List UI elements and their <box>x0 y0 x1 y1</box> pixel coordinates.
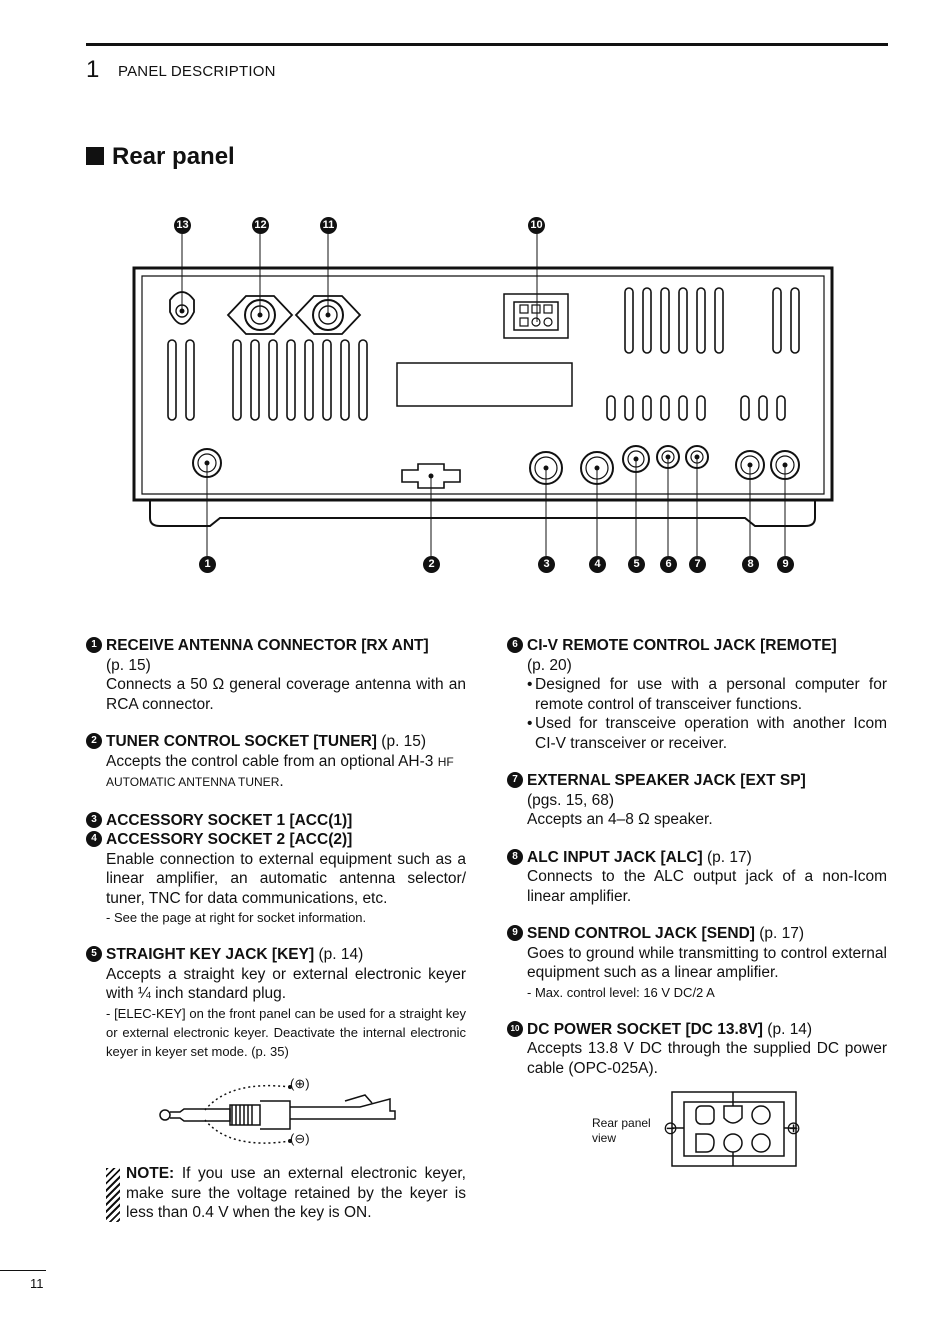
callout-7: 7 <box>689 556 706 573</box>
item-ref: (p. 15) <box>381 733 427 750</box>
callout-2: 2 <box>423 556 440 573</box>
item-number: 6 <box>507 637 523 653</box>
item-title: DC POWER SOCKET [DC 13.8V] <box>527 1020 763 1038</box>
item-number: 2 <box>86 733 102 749</box>
item-title: CI-V REMOTE CONTROL JACK [REMOTE] <box>527 637 837 654</box>
item-body-c: . <box>279 773 284 790</box>
item-body: Accepts the control cable from an option… <box>106 752 466 793</box>
item-body-a: Accepts the control cable from an option… <box>106 752 434 770</box>
square-bullet-icon <box>86 147 104 165</box>
item-number: 8 <box>507 848 523 865</box>
item-body: Enable connection to external equipment … <box>106 850 466 907</box>
item-rx-ant: 1 RECEIVE ANTENNA CONNECTOR [RX ANT] (p.… <box>86 636 466 714</box>
item-body: Accepts 13.8 V DC through the supplied D… <box>527 1040 887 1077</box>
item-send: 9 SEND CONTROL JACK [SEND] (p. 17) Goes … <box>507 924 887 1002</box>
item-number: 4 <box>86 831 102 847</box>
item-title: STRAIGHT KEY JACK [KEY] <box>106 946 315 963</box>
item-title: RECEIVE ANTENNA CONNECTOR [RX ANT] <box>106 637 429 654</box>
item-note: - Max. control level: 16 V DC/2 A <box>527 984 715 1000</box>
item-number: 1 <box>86 637 102 653</box>
section-title: Rear panel <box>86 143 235 171</box>
item-bullet: Designed for use with a personal compute… <box>527 675 887 714</box>
callout-1: 1 <box>199 556 216 573</box>
section-title-text: Rear panel <box>112 143 235 170</box>
note-hatch-icon <box>106 1168 120 1222</box>
item-title: SEND CONTROL JACK [SEND] <box>527 925 755 942</box>
chapter-title: PANEL DESCRIPTION <box>118 63 276 80</box>
item-note: - See the page at right for socket infor… <box>106 910 367 925</box>
callout-5: 5 <box>628 556 645 573</box>
item-ref: (p. 17) <box>759 925 805 942</box>
callout-6: 6 <box>660 556 677 573</box>
callout-8: 8 <box>742 556 759 573</box>
item-ref: (pgs. 15, 68) <box>527 791 615 809</box>
item-remote: 6 CI-V REMOTE CONTROL JACK [REMOTE] (p. … <box>507 636 887 753</box>
note-text: If you use an external electronic keyer,… <box>126 1165 466 1221</box>
note-label: NOTE: <box>126 1165 175 1182</box>
rear-panel-diagram <box>132 234 834 556</box>
page-number-rule <box>0 1270 46 1271</box>
item-key: 5 STRAIGHT KEY JACK [KEY] (p. 14) Accept… <box>86 945 466 1061</box>
item-body: Goes to ground while transmitting to con… <box>527 944 887 982</box>
item-note: - [ELEC-KEY] on the front panel can be u… <box>106 1005 466 1059</box>
plug-minus-label: (⊖) <box>290 1131 310 1146</box>
item-ext-sp: 7 EXTERNAL SPEAKER JACK [EXT SP] (pgs. 1… <box>507 771 887 830</box>
callout-3: 3 <box>538 556 555 573</box>
callout-9: 9 <box>777 556 794 573</box>
item-acc1: 3 ACCESSORY SOCKET 1 [ACC(1)] <box>86 811 466 831</box>
item-acc2: 4 ACCESSORY SOCKET 2 [ACC(2)] Enable con… <box>86 830 466 927</box>
dc-plus-icon: ⊕ <box>786 1118 802 1138</box>
item-title: ALC INPUT JACK [ALC] <box>527 848 703 866</box>
item-number: 5 <box>86 946 102 962</box>
item-alc: 8 ALC INPUT JACK [ALC] (p. 17) Connects … <box>507 848 887 907</box>
item-number: 3 <box>86 811 102 828</box>
plug-plus-label: (⊕) <box>290 1076 310 1091</box>
callout-4: 4 <box>589 556 606 573</box>
rear-panel-view-line1: Rear panel <box>592 1116 651 1130</box>
item-ref: (p. 17) <box>706 848 752 866</box>
item-title: TUNER CONTROL SOCKET [TUNER] <box>106 733 377 750</box>
callout-13: 13 <box>174 217 191 234</box>
item-ref: (p. 15) <box>106 656 151 674</box>
item-body: Connects a 50 Ω general coverage antenna… <box>106 676 466 713</box>
item-body: Accepts a straight key or external elect… <box>106 965 466 1003</box>
note-block: NOTE: If you use an external electronic … <box>106 1164 466 1223</box>
item-ref: (p. 14) <box>767 1020 813 1038</box>
left-column: 1 RECEIVE ANTENNA CONNECTOR [RX ANT] (p.… <box>86 636 466 1079</box>
dc-socket-diagram <box>671 1091 797 1167</box>
item-tuner: 2 TUNER CONTROL SOCKET [TUNER] (p. 15) A… <box>86 732 466 793</box>
item-number: 7 <box>507 772 523 788</box>
callout-11: 11 <box>320 217 337 234</box>
item-ref: (p. 20) <box>527 656 572 674</box>
item-body-smallcaps: HF AUTOMATIC ANTENNA TUNER <box>106 754 454 790</box>
right-column: 6 CI-V REMOTE CONTROL JACK [REMOTE] (p. … <box>507 636 887 1096</box>
item-body: Connects to the ALC output jack of a non… <box>527 868 887 905</box>
item-ref: (p. 14) <box>318 946 364 963</box>
header-rule <box>86 43 888 46</box>
item-number: 10 <box>507 1020 523 1037</box>
plug-diagram <box>159 1084 396 1144</box>
callout-12: 12 <box>252 217 269 234</box>
rear-panel-view-line2: view <box>592 1131 617 1145</box>
chapter-number: 1 <box>86 56 100 83</box>
item-title: ACCESSORY SOCKET 2 [ACC(2)] <box>106 831 353 848</box>
item-body: Accepts an 4–8 Ω speaker. <box>527 811 713 828</box>
item-title: ACCESSORY SOCKET 1 [ACC(1)] <box>106 811 353 829</box>
dc-minus-icon: ⊖ <box>663 1118 679 1138</box>
item-bullet: Used for transceive operation with anoth… <box>527 714 887 753</box>
item-number: 9 <box>507 925 523 941</box>
item-title: EXTERNAL SPEAKER JACK [EXT SP] <box>527 772 806 789</box>
page-number: 11 <box>30 1276 44 1291</box>
item-dc-power: 10 DC POWER SOCKET [DC 13.8V] (p. 14) Ac… <box>507 1020 887 1079</box>
callout-10: 10 <box>528 217 545 234</box>
